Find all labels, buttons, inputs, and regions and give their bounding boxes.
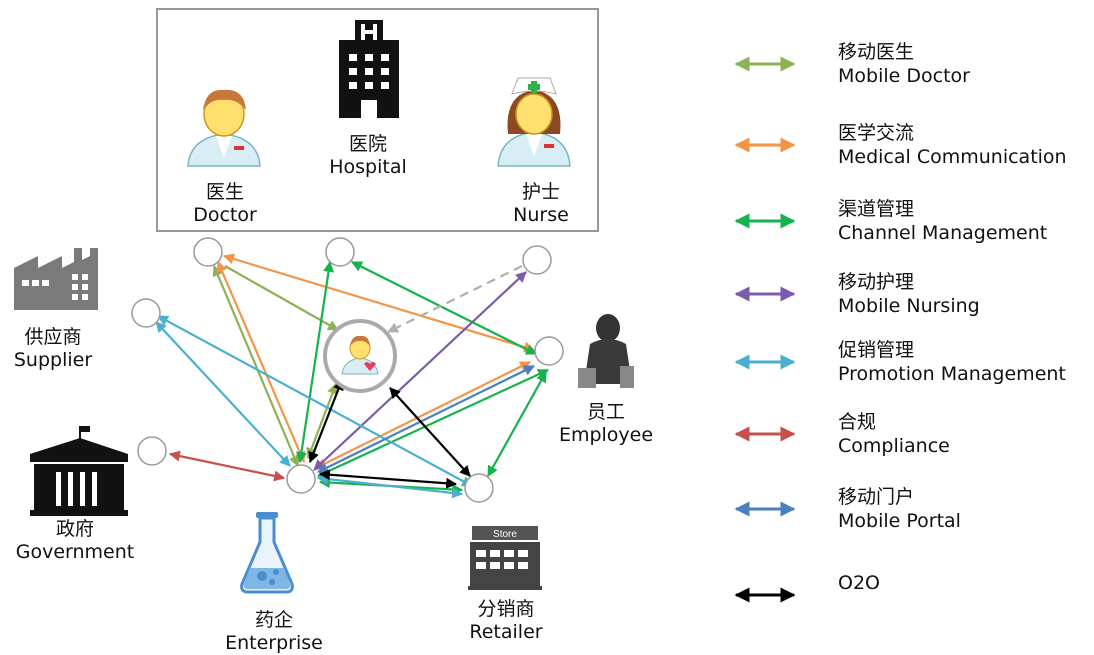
link-enterprise-center-mobile-doctor (306, 382, 338, 460)
link-enterprise-retailer-o2o (318, 469, 458, 489)
link-enterprise-center-o2o (308, 378, 344, 464)
supplier-label-zh: 供应商 (24, 326, 82, 348)
store-icon: Store (468, 526, 542, 590)
legend-label-en: O2O (838, 572, 880, 594)
factory-icon (14, 248, 98, 310)
legend-label-zh: 合规 (838, 411, 877, 433)
supplier-label: 供应商 Supplier (0, 326, 106, 372)
employee-label: 员工 Employee (548, 401, 664, 447)
legend-label-en: Mobile Nursing (838, 295, 980, 317)
connections (155, 253, 549, 499)
legend-label-zh: 渠道管理 (838, 198, 915, 220)
retailer-label-zh: 分销商 (477, 598, 535, 620)
nurse-label: 护士 Nurse (486, 181, 596, 227)
government-label-en: Government (15, 541, 135, 563)
legend-arrow-icon (734, 137, 796, 153)
nurse-label-en: Nurse (513, 204, 569, 226)
hospital-label-en: Hospital (329, 156, 407, 178)
legend-arrow-icon (734, 587, 796, 603)
store-sign: Store (493, 529, 517, 540)
legend-label-en: Channel Management (838, 222, 1048, 244)
legend-label-zh: 移动护理 (838, 271, 915, 293)
employee-label-zh: 员工 (586, 401, 625, 423)
legend-label-en: Mobile Portal (838, 510, 961, 532)
enterprise-label-zh: 药企 (254, 609, 293, 631)
link-enterprise-doctor-medical (216, 260, 306, 464)
legend-arrow-icon (734, 426, 796, 442)
legend-label-en: Medical Communication (838, 146, 1067, 168)
node-doctor (193, 237, 223, 267)
legend-arrow-icon (734, 213, 796, 229)
node-circles (131, 237, 564, 503)
node-employee (534, 336, 564, 366)
government-label-zh: 政府 (55, 518, 94, 540)
legend-item-o2o: O2O (730, 571, 1094, 631)
nurse-icon (497, 77, 571, 167)
center-doctor-icon (341, 335, 379, 375)
enterprise-label: 药企 Enterprise (214, 609, 334, 655)
legend-arrow-icon (734, 501, 796, 517)
retailer-label-en: Retailer (469, 621, 543, 643)
link-enterprise-supplier-promotion (155, 321, 291, 467)
node-nurse (522, 245, 552, 275)
legend-label-en: Promotion Management (838, 363, 1066, 385)
link-enterprise-doctor-mobile-doctor (212, 264, 300, 468)
hospital-label-zh: 医院 (348, 133, 387, 155)
government-icon (30, 426, 128, 516)
doctor-label: 医生 Doctor (170, 181, 280, 227)
government-label: 政府 Government (4, 518, 146, 564)
link-nurse-center-dashed (387, 265, 523, 333)
node-enterprise (286, 464, 316, 494)
hospital-icon (339, 20, 399, 118)
doctor-label-zh: 医生 (205, 181, 244, 203)
link-retailer-employee-channel (487, 371, 547, 477)
hospital-label: 医院 Hospital (313, 133, 423, 179)
legend-arrow-icon (734, 286, 796, 302)
nurse-label-zh: 护士 (521, 181, 560, 203)
legend-label-zh: 促销管理 (838, 339, 915, 361)
enterprise-label-en: Enterprise (225, 632, 323, 654)
employee-icon (578, 314, 634, 388)
legend-arrow-icon (734, 56, 796, 72)
employee-label-en: Employee (558, 424, 654, 446)
legend-label-en: Mobile Doctor (838, 65, 970, 87)
legend-label-en: Compliance (838, 435, 950, 457)
legend-arrow-icon (734, 354, 796, 370)
node-supplier (131, 298, 161, 328)
link-government-enterprise-compliance (168, 450, 286, 482)
link-center-retailer-o2o (389, 387, 471, 477)
center-hub (323, 319, 397, 393)
node-government (137, 436, 167, 466)
doctor-icon (187, 89, 261, 167)
node-hospital (325, 237, 355, 267)
retailer-label: 分销商 Retailer (446, 598, 566, 644)
legend-label-zh: 移动门户 (838, 486, 915, 508)
flask-icon (240, 512, 294, 594)
supplier-label-en: Supplier (13, 349, 93, 371)
link-enterprise-retailer-promotion (316, 473, 464, 499)
doctor-label-en: Doctor (193, 204, 257, 226)
node-retailer (464, 473, 494, 503)
legend-label-zh: 移动医生 (838, 41, 915, 63)
legend-label-zh: 医学交流 (838, 122, 915, 144)
